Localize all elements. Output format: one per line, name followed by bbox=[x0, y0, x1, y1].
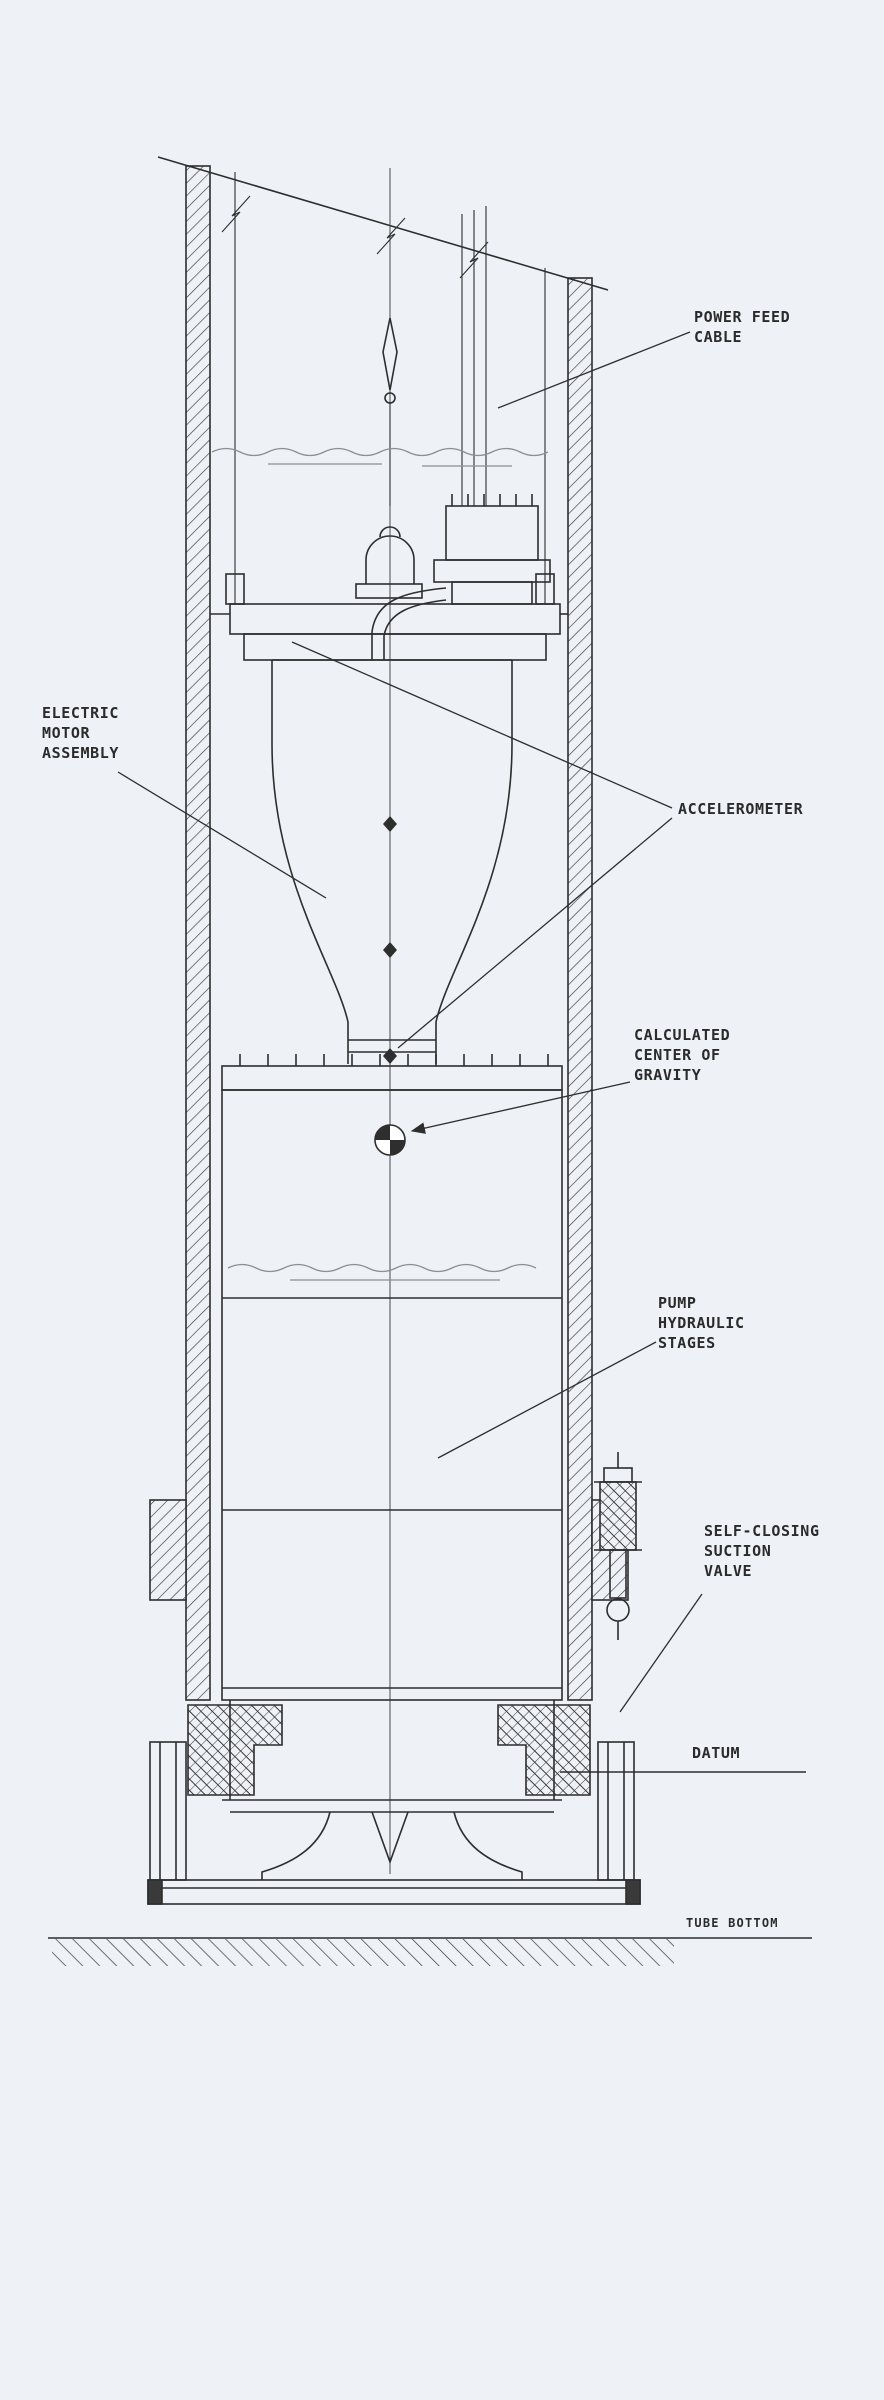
label-pump-hydraulic-stages: PUMP HYDRAULIC STAGES bbox=[658, 1294, 745, 1352]
leader-suction-valve bbox=[619, 1593, 703, 1713]
break-marks bbox=[221, 195, 489, 279]
ground-hatch bbox=[52, 1939, 674, 1966]
pump-seat-left bbox=[187, 1704, 283, 1796]
tube-wall-left bbox=[185, 165, 211, 1701]
leader-electric-motor bbox=[117, 771, 327, 899]
leader-accelerometer-upper bbox=[291, 641, 673, 809]
leader-pump-stages bbox=[437, 1341, 657, 1459]
leader-lines bbox=[117, 331, 703, 1713]
tube-top-break-line bbox=[157, 156, 609, 291]
water-line-lower bbox=[227, 1263, 537, 1281]
center-of-gravity-symbol bbox=[374, 1124, 406, 1156]
suction-valve bbox=[594, 1452, 642, 1640]
label-power-feed-cable: POWER FEED CABLE bbox=[694, 308, 791, 346]
leader-accelerometer-lower bbox=[397, 817, 673, 1049]
suction-bell bbox=[222, 1700, 562, 1880]
discharge-elbow bbox=[371, 587, 447, 660]
label-calculated-center-of-gravity: CALCULATED CENTER OF GRAVITY bbox=[634, 1026, 731, 1084]
water-line-upper bbox=[211, 447, 549, 467]
shaft-plumb bbox=[382, 317, 398, 506]
electric-motor-body bbox=[271, 659, 513, 1064]
tube-wall-right bbox=[567, 277, 593, 1701]
tube-flange-left bbox=[149, 1499, 187, 1601]
label-self-closing-suction-valve: SELF-CLOSING SUCTION VALVE bbox=[704, 1522, 820, 1580]
base-plate bbox=[147, 1879, 641, 1905]
accelerometer-markers bbox=[383, 816, 397, 1064]
label-electric-motor-assembly: ELECTRIC MOTOR ASSEMBLY bbox=[42, 704, 120, 762]
guide-wires bbox=[234, 172, 546, 604]
leader-power-cable bbox=[497, 331, 691, 409]
pump-body bbox=[221, 1054, 563, 1701]
leader-center-of-gravity bbox=[410, 1081, 631, 1134]
ground-line bbox=[48, 1937, 812, 1966]
motor-head bbox=[433, 494, 551, 605]
label-tube-bottom: TUBE BOTTOM bbox=[686, 1916, 779, 1930]
pump-seat-right bbox=[497, 1704, 591, 1796]
power-feed-cable-lines bbox=[461, 206, 487, 506]
lifting-bail bbox=[355, 526, 423, 599]
label-datum: DATUM bbox=[692, 1744, 741, 1762]
label-accelerometer: ACCELEROMETER bbox=[678, 800, 804, 818]
motor-mounting-plates bbox=[210, 573, 568, 661]
